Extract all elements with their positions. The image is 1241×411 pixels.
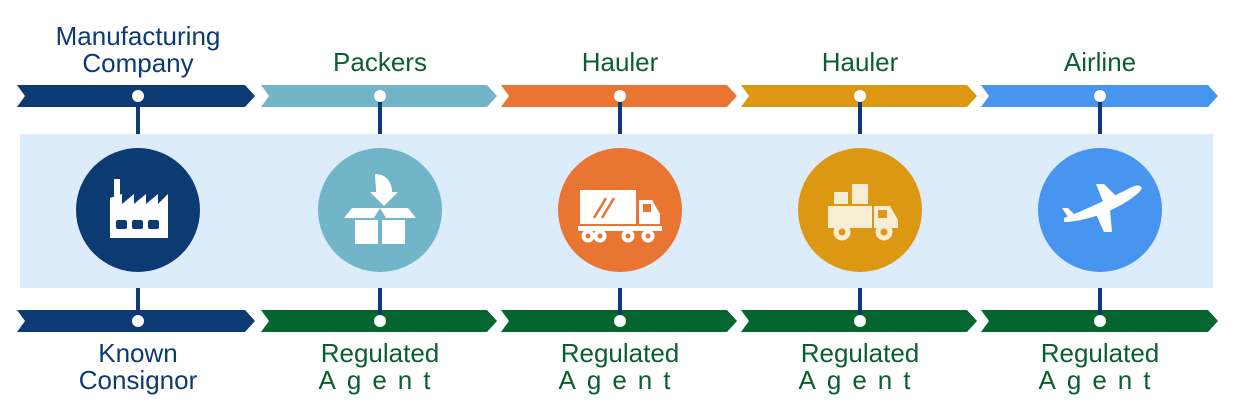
factory-icon [110, 179, 168, 238]
top-connector [136, 96, 140, 134]
stage-top-label: Airline [1064, 47, 1136, 77]
bottom-node-dot [132, 315, 144, 327]
bottom-connector [618, 288, 622, 321]
stage-top-label: Packers [333, 47, 427, 77]
stage-bottom-label-line: Agent [319, 365, 442, 395]
top-node-dot [614, 90, 626, 102]
stage-bottom-label-line: Regulated [321, 338, 440, 368]
stage-top-label-line: Airline [1064, 47, 1136, 77]
bottom-connector [136, 288, 140, 321]
stage-top-label-line: Packers [333, 47, 427, 77]
bottom-node-dot [854, 315, 866, 327]
stage-top-label-line: Company [82, 48, 193, 78]
stage-bottom-label-line: Agent [1039, 365, 1162, 395]
bottom-node-dot [614, 315, 626, 327]
top-node-dot [1094, 90, 1106, 102]
top-connector [1098, 96, 1102, 134]
package-box-icon [344, 174, 416, 244]
stage-top-label-line: Hauler [822, 47, 899, 77]
stage-bottom-label-line: Agent [799, 365, 922, 395]
truck-icon [578, 190, 662, 243]
stage-bottom-label-line: Agent [559, 365, 682, 395]
stage-bottom-label-line: Regulated [561, 338, 680, 368]
stage-top-label-line: Manufacturing [56, 21, 221, 51]
bottom-connector [378, 288, 382, 321]
stage-bottom-label-line: Known [98, 338, 178, 368]
stage-top-label: Hauler [822, 47, 899, 77]
stage-bottom-label-line: Regulated [801, 338, 920, 368]
top-connector [858, 96, 862, 134]
bottom-connector [1098, 288, 1102, 321]
top-connector [378, 96, 382, 134]
stage-top-label-line: Hauler [582, 47, 659, 77]
airplane-icon [1062, 184, 1142, 232]
delivery-truck-icon [828, 184, 898, 241]
stage-bottom-label-line: Regulated [1041, 338, 1160, 368]
bottom-connector [858, 288, 862, 321]
stage-circle [318, 148, 442, 272]
bottom-node-dot [1094, 315, 1106, 327]
top-node-dot [854, 90, 866, 102]
bottom-node-dot [374, 315, 386, 327]
stage-top-label: Hauler [582, 47, 659, 77]
top-node-dot [132, 90, 144, 102]
top-connector [618, 96, 622, 134]
top-node-dot [374, 90, 386, 102]
stage-bottom-label-line: Consignor [79, 365, 198, 395]
